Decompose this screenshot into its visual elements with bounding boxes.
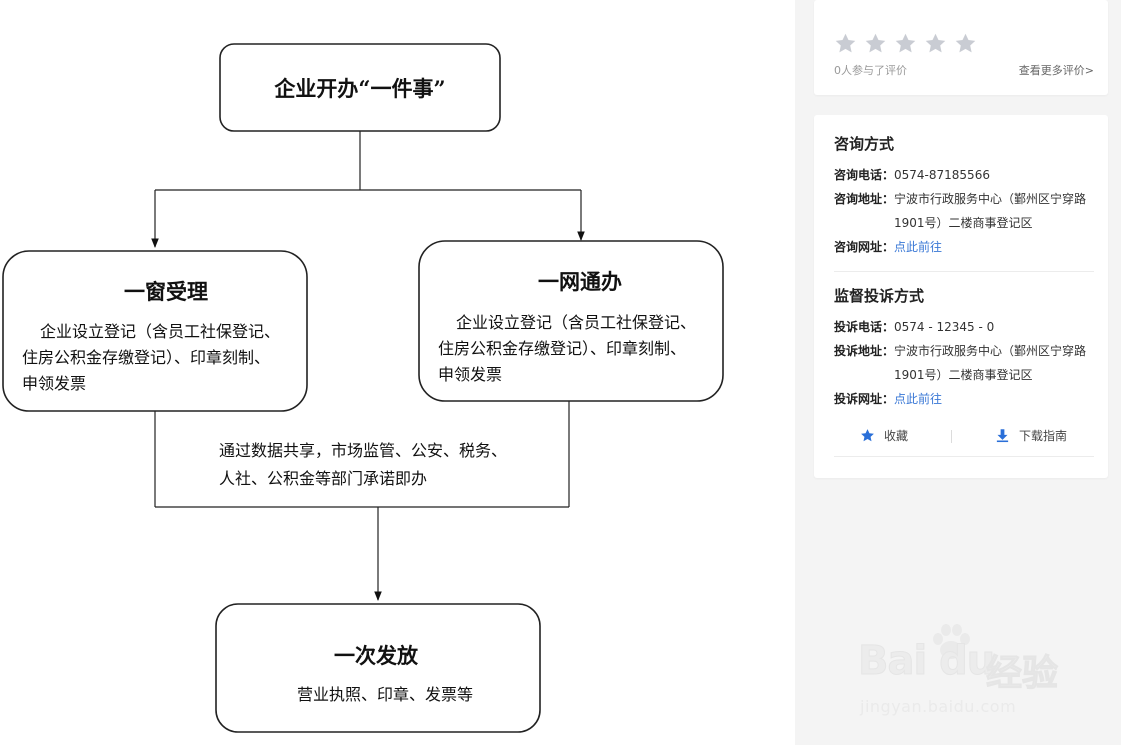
complaint-web-row: 投诉网址： 点此前往 [834, 387, 1099, 411]
flow-node-window-title: 一窗受理 [124, 279, 208, 304]
paw-logo-icon [933, 624, 970, 659]
watermark-cn: 经验 [985, 653, 1059, 695]
flow-node-issue-line: 营业执照、印章、发票等 [297, 685, 473, 704]
star-icon[interactable] [834, 32, 857, 55]
complaint-address-label: 投诉地址： [834, 344, 895, 358]
star-icon[interactable] [954, 32, 977, 55]
more-reviews-link[interactable]: 查看更多评价> [1018, 64, 1094, 77]
flow-node-start: 企业开办“一件事” [219, 43, 501, 132]
flow-node-issue-title: 一次发放 [334, 643, 419, 668]
complaint-section-title: 监督投诉方式 [834, 287, 925, 305]
contact-phone-label: 咨询电话： [834, 168, 895, 182]
complaint-phone-label: 投诉电话： [834, 320, 895, 334]
complaint-address-row: 投诉地址： 宁波市行政服务中心（鄞州区宁穿路1901号）二楼商事登记区 [834, 339, 1099, 387]
flow-connector-note: 通过数据共享，市场监管、公安、税务、 人社、公积金等部门承诺即办 [219, 441, 507, 488]
flowchart-connectors [151, 131, 585, 601]
contact-card: 咨询方式 咨询电话： 0574-87185566 咨询地址： 宁波市行政服务中心… [814, 115, 1108, 478]
flow-connector-note-line-1: 通过数据共享，市场监管、公安、税务、 [219, 441, 507, 460]
complaint-phone-value: 0574 - 12345 - 0 [894, 320, 995, 334]
contact-address-label: 咨询地址： [834, 192, 895, 206]
action-separator [951, 430, 952, 443]
rating-count: 0人参与了评价 [834, 64, 907, 77]
contact-web-link[interactable]: 点此前往 [894, 240, 943, 254]
content-area: 企业开办“一件事” 一窗受理 企业设立登记（含员工社保登记、 住房公积金存缴登记… [2, 43, 724, 733]
favorite-label: 收藏 [884, 429, 909, 443]
baidu-jingyan-watermark: Bai du 经验 jingyan.baidu.com [857, 622, 1088, 722]
contact-address-value: 宁波市行政服务中心（鄞州区宁穿路1901号）二楼商事登记区 [894, 192, 1087, 230]
star-icon[interactable] [894, 32, 917, 55]
section-divider [834, 271, 1094, 272]
complaint-web-link[interactable]: 点此前往 [894, 392, 943, 406]
rating-stars[interactable] [834, 32, 977, 55]
download-guide-button[interactable]: 下载指南 [995, 427, 1067, 444]
flow-node-online-line-3: 申领发票 [438, 365, 502, 384]
star-icon [861, 429, 874, 442]
complaint-web-label: 投诉网址： [834, 392, 895, 406]
watermark-url: jingyan.baidu.com [860, 697, 1017, 716]
complaint-address-value: 宁波市行政服务中心（鄞州区宁穿路1901号）二楼商事登记区 [894, 344, 1087, 382]
contact-address-row: 咨询地址： 宁波市行政服务中心（鄞州区宁穿路1901号）二楼商事登记区 [834, 187, 1099, 235]
flow-node-online-line-2: 住房公积金存缴登记）、印章刻制、 [438, 339, 686, 358]
download-guide-label: 下载指南 [1019, 429, 1068, 443]
favorite-button[interactable]: 收藏 [860, 427, 908, 444]
contact-web-row: 咨询网址： 点此前往 [834, 235, 1099, 259]
flowchart-diagram: 企业开办“一件事” 一窗受理 企业设立登记（含员工社保登记、 住房公积金存缴登记… [2, 43, 724, 733]
sidebar: 0人参与了评价 查看更多评价> 咨询方式 咨询电话： 0574-87185566… [795, 0, 1121, 745]
flow-node-window-line-2: 住房公积金存缴登记）、印章刻制、 [22, 348, 270, 367]
flow-node-online-title: 一网通办 [538, 269, 622, 294]
contact-phone-row: 咨询电话： 0574-87185566 [834, 163, 1099, 187]
flow-node-window: 一窗受理 企业设立登记（含员工社保登记、 住房公积金存缴登记）、印章刻制、 申领… [2, 250, 308, 412]
flow-node-window-line-3: 申领发票 [22, 374, 86, 393]
flow-connector-note-line-2: 人社、公积金等部门承诺即办 [219, 469, 427, 488]
watermark-brand: Bai du [857, 638, 995, 685]
contact-phone-value: 0574-87185566 [894, 168, 990, 182]
rating-card: 0人参与了评价 查看更多评价> [814, 0, 1108, 95]
complaint-phone-row: 投诉电话： 0574 - 12345 - 0 [834, 315, 1099, 339]
flow-node-online: 一网通办 企业设立登记（含员工社保登记、 住房公积金存缴登记）、印章刻制、 申领… [418, 240, 724, 402]
flow-node-window-line-1: 企业设立登记（含员工社保登记、 [40, 322, 280, 341]
flow-node-issue: 一次发放 营业执照、印章、发票等 [215, 603, 541, 733]
flow-node-start-title: 企业开办“一件事” [273, 76, 445, 101]
flow-node-online-line-1: 企业设立登记（含员工社保登记、 [456, 313, 696, 332]
download-icon [996, 429, 1009, 443]
actions-divider [834, 456, 1094, 457]
contact-web-label: 咨询网址： [834, 240, 895, 254]
star-icon[interactable] [864, 32, 887, 55]
star-icon[interactable] [924, 32, 947, 55]
contact-section-title: 咨询方式 [834, 135, 895, 153]
